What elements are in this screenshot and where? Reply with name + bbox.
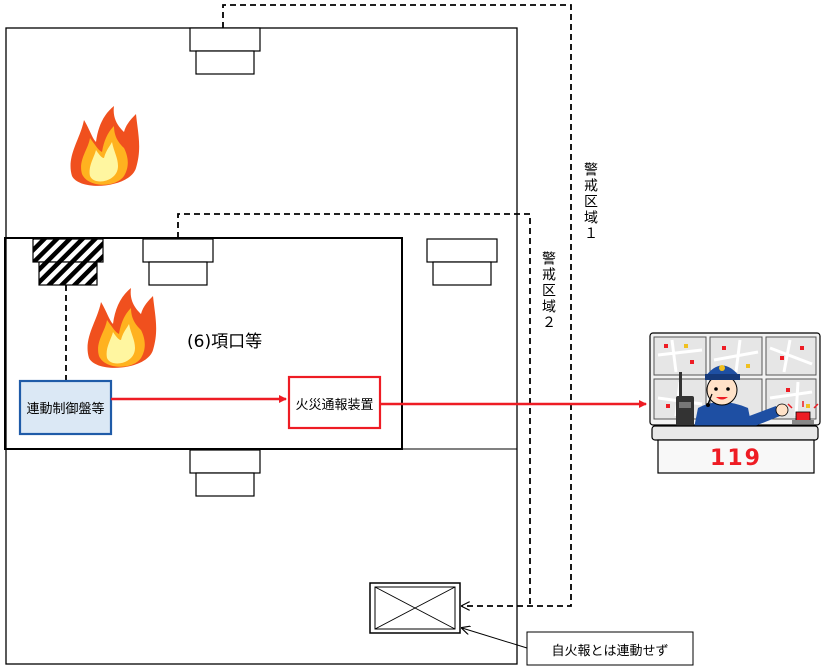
no-interlock-note: 自火報とは連動せず <box>551 644 668 659</box>
fire-reporter-label: 火災通報装置 <box>295 398 373 413</box>
zone1-label: 警戒区域１ <box>582 162 598 242</box>
heat-detector-icon <box>189 27 261 75</box>
heat-detector-icon <box>142 238 214 286</box>
tenant-section-box <box>4 237 403 450</box>
no-interlock-note-box <box>526 631 694 666</box>
flame-icon <box>70 106 140 186</box>
fire-reporter-box <box>287 375 382 430</box>
zone2-dashed-line <box>177 213 531 606</box>
interlock-panel-box <box>18 379 113 436</box>
occupancy-label: (6)項口等 <box>187 332 262 352</box>
note-leader-arrow <box>462 628 528 649</box>
emergency-number-label: 119 <box>710 446 762 471</box>
flame-icon <box>87 288 157 368</box>
fire-alarm-panel-icon <box>369 582 461 634</box>
zone1-dashed-line <box>222 4 572 606</box>
smoke-detector-icon <box>32 238 104 286</box>
zone2-label: 警戒区域２ <box>540 251 556 331</box>
fire-dispatch-operator-icon <box>649 332 821 474</box>
interlock-panel-label: 連動制御盤等 <box>26 401 104 417</box>
heat-detector-icon <box>189 449 261 497</box>
heat-detector-icon <box>426 238 498 286</box>
